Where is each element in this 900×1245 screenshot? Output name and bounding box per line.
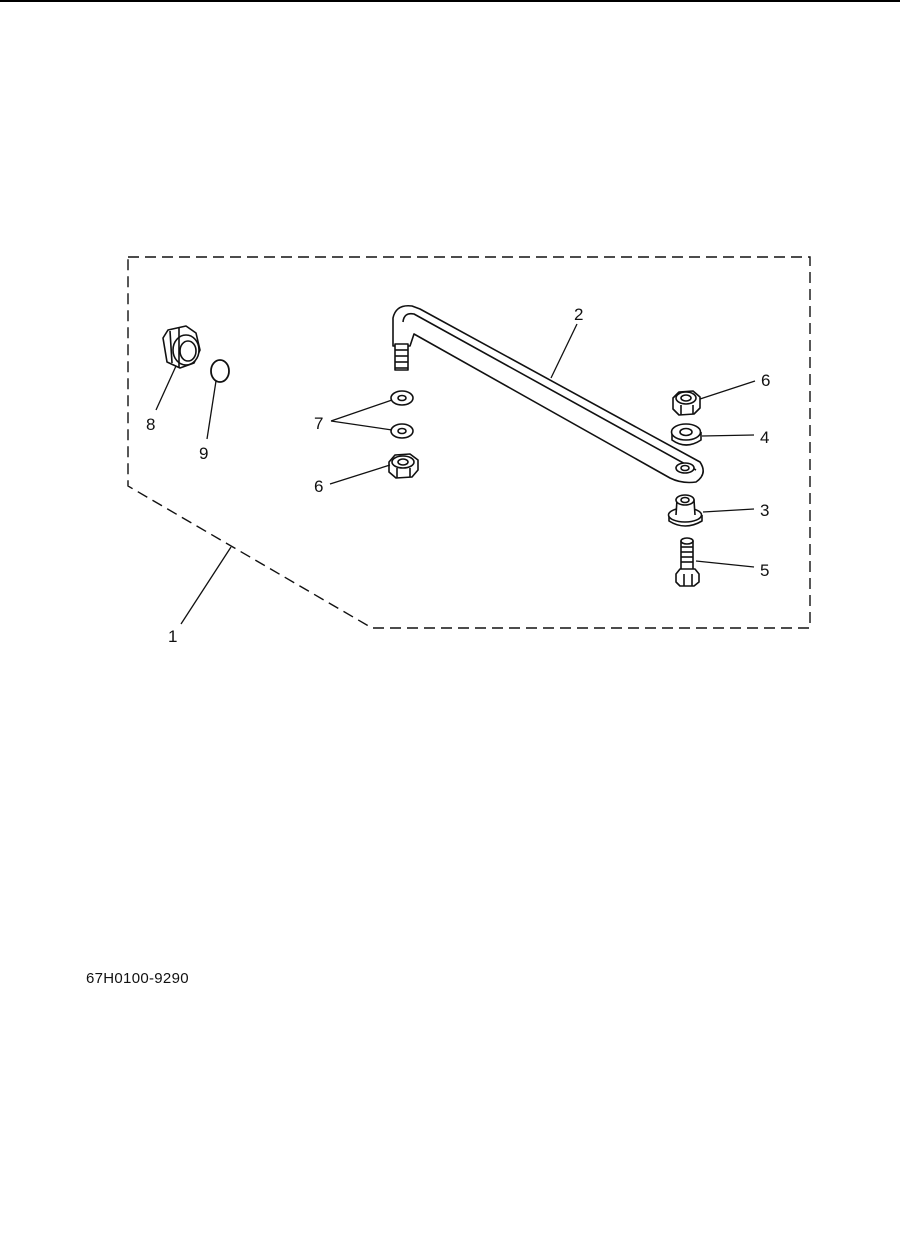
callout-6-left: 6: [314, 477, 323, 496]
nut-right-part: [672, 390, 701, 416]
o-ring-part: [210, 359, 230, 383]
leader-line-1: [180, 546, 232, 625]
callout-3: 3: [760, 501, 769, 520]
stepped-bushing-part: [667, 494, 703, 527]
callout-5: 5: [760, 561, 769, 580]
washer-lower-part: [390, 423, 414, 439]
leader-line-7b: [330, 420, 393, 431]
leader-line-9: [206, 380, 217, 440]
leader-line-3: [702, 508, 755, 513]
link-rod-part: [392, 304, 704, 484]
bushing-nut-part: [162, 325, 201, 369]
callout-8: 8: [146, 415, 155, 434]
leader-line-6b: [329, 464, 391, 485]
leader-line-7a: [330, 399, 393, 422]
callout-9: 9: [199, 444, 208, 463]
leader-line-2: [550, 323, 578, 379]
bolt-part: [675, 537, 700, 587]
callout-4: 4: [760, 428, 769, 447]
part-code-label: 67H0100-9290: [86, 970, 189, 987]
callout-7: 7: [314, 414, 323, 433]
callout-2: 2: [574, 305, 583, 324]
leader-line-4: [701, 434, 755, 437]
callout-6-right: 6: [761, 371, 770, 390]
leader-line-6a: [699, 380, 756, 400]
washer-upper-part: [390, 390, 414, 406]
kit-boundary-dashed: [127, 256, 811, 629]
leader-line-5: [695, 560, 755, 568]
collar-part: [670, 423, 702, 446]
leader-line-8: [155, 365, 177, 411]
callout-1: 1: [168, 627, 177, 646]
nut-left-part: [388, 453, 419, 479]
